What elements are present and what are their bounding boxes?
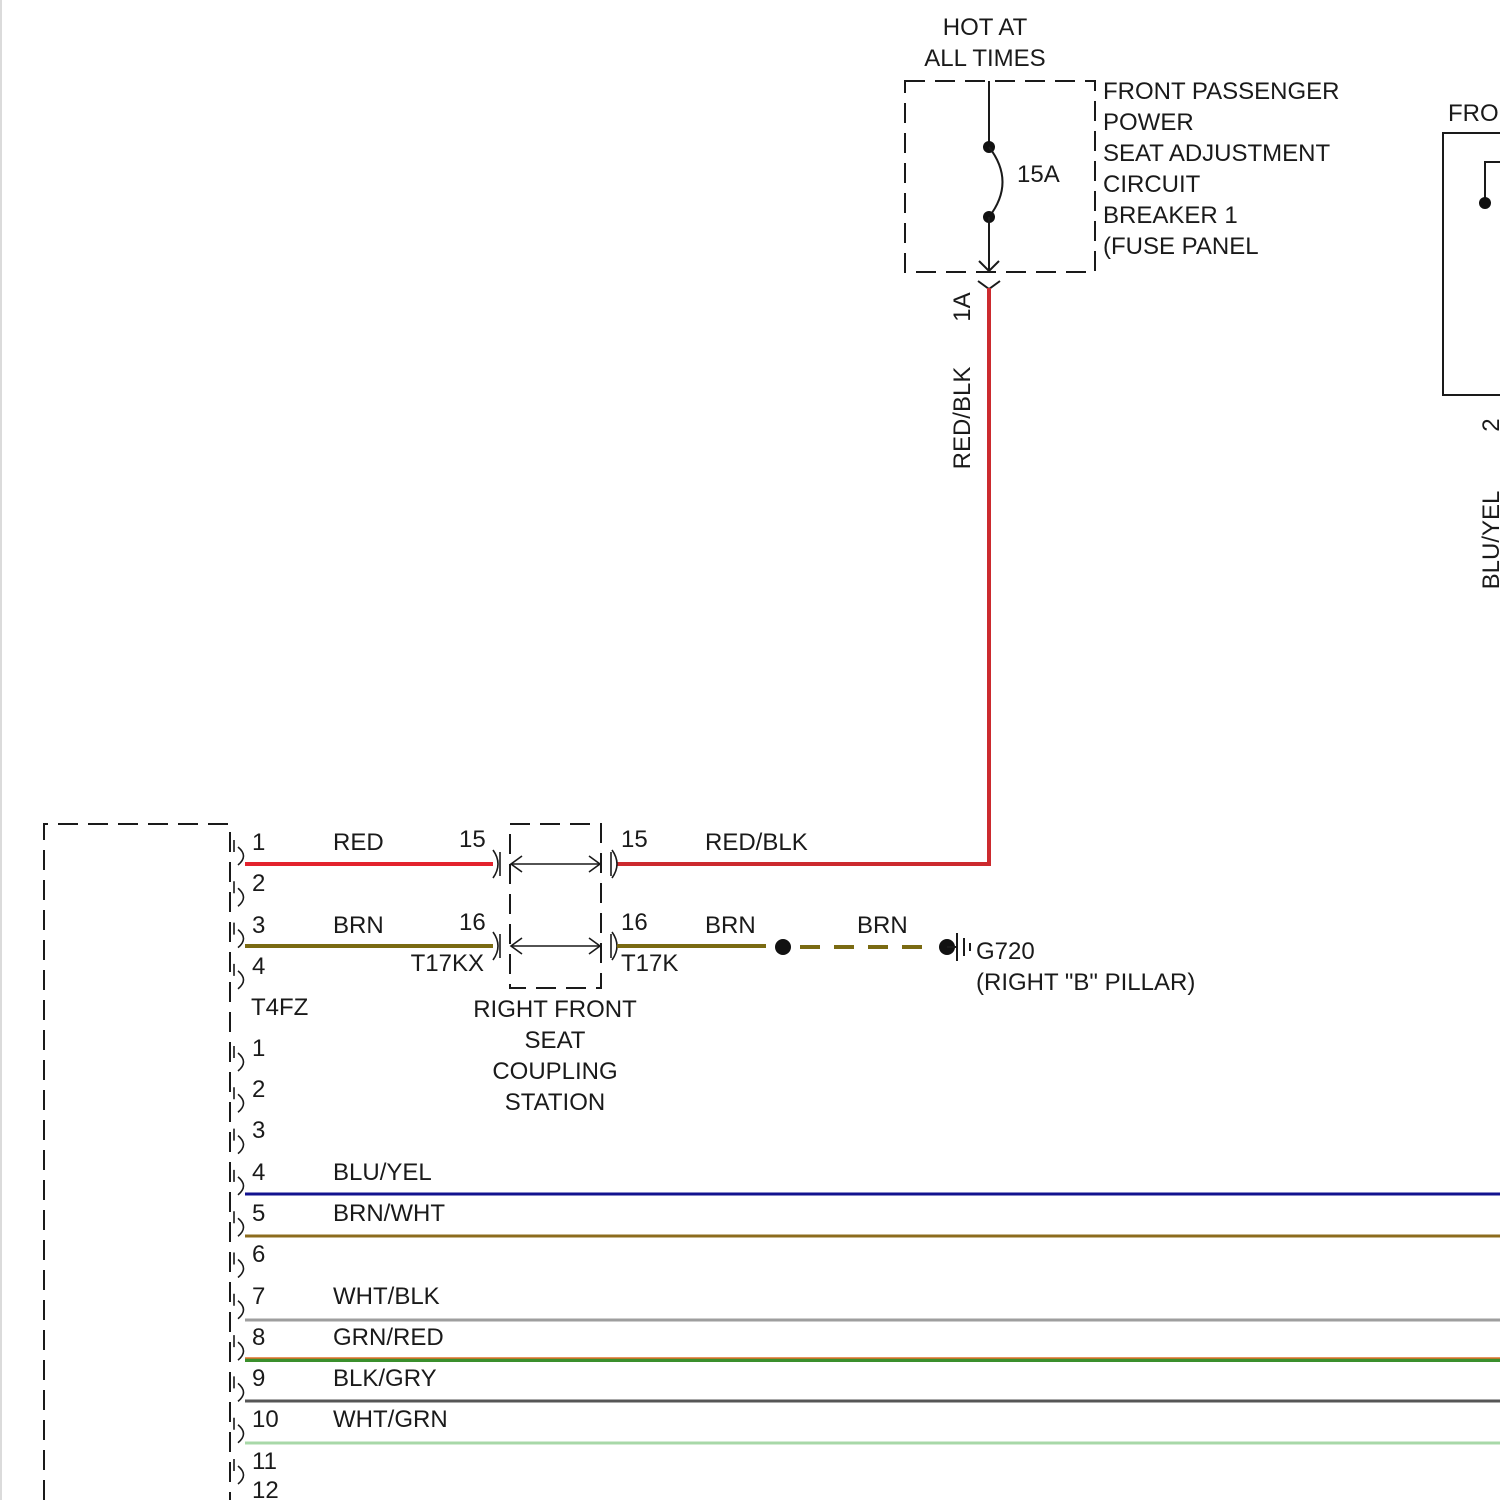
connector-t4fz: 1 2 3 4 T4FZ RED BRN (245, 829, 493, 1021)
pin-bracket-icon (234, 1170, 244, 1195)
wht-blk-wire-label: WHT/BLK (333, 1283, 440, 1310)
red-wire-label: RED (333, 829, 384, 856)
right-component-pin-label: 2 (1478, 418, 1500, 431)
t17k-pin-15: 15 (621, 826, 648, 853)
lower-pin-5: 5 (252, 1200, 265, 1227)
breaker-element-icon (989, 147, 1003, 217)
supply-header-line-1: HOT AT (943, 14, 1028, 41)
pin-bracket-icon (234, 1418, 244, 1443)
breaker-rating: 15A (1017, 161, 1060, 188)
lower-pin-4: 4 (252, 1159, 265, 1186)
pin-bracket-icon (234, 1294, 244, 1319)
pin-bracket-icon (234, 1335, 244, 1360)
blu-yel-wire-label: BLU/YEL (333, 1159, 432, 1186)
pin-bracket-icon (234, 964, 244, 989)
red-blk-supply-wire (617, 288, 989, 864)
lower-pin-1: 1 (252, 1035, 265, 1062)
brn-wht-wire-label: BRN/WHT (333, 1200, 445, 1227)
brn-ground-wire-label: BRN (857, 912, 908, 939)
splice-dot (775, 939, 791, 955)
ground-g720: BRN G720 (RIGHT "B" PILLAR) (617, 912, 1195, 996)
ground-symbol-icon (947, 933, 970, 961)
coupling-label-line-4: STATION (505, 1089, 605, 1116)
fuse-panel-dashed-box (905, 81, 1095, 272)
pin-bracket-icon (234, 840, 244, 865)
breaker-label-line-5: BREAKER 1 (1103, 202, 1238, 229)
pin-bracket-icon (234, 1046, 244, 1071)
lower-pin-12: 12 (252, 1477, 279, 1500)
brn-out-wire-label: BRN (705, 912, 756, 939)
coupling-station-dashed-box (510, 824, 601, 988)
t17k-pin-bracket (611, 850, 617, 878)
pin-bracket-icon (234, 923, 244, 948)
t17kx-connector-name: T17KX (411, 950, 484, 977)
lower-pin-3: 3 (252, 1117, 265, 1144)
coupling-station: 15 16 T17KX 15 16 T17K RED/BLK BRN RIGHT… (411, 824, 808, 1116)
coupling-label-line-2: SEAT (525, 1027, 586, 1054)
right-component-wire-label: BLU/YEL (1478, 491, 1500, 590)
coupling-label-line-1: RIGHT FRONT (473, 996, 637, 1023)
coupling-arrow-icon (511, 938, 600, 954)
t4fz-pin-2: 2 (252, 870, 265, 897)
pin-bracket-icon (234, 1459, 244, 1484)
t17kx-pin-16: 16 (459, 909, 486, 936)
t17kx-pin-bracket (493, 850, 500, 878)
right-component-terminal-dot (1479, 197, 1491, 209)
t4fz-connector-name: T4FZ (251, 994, 308, 1021)
pin-bracket-icon (234, 1087, 244, 1112)
terminal-1a-connector-icon (978, 281, 1000, 289)
pin-bracket-icon (234, 1211, 244, 1236)
lower-pin-10: 10 (252, 1406, 279, 1433)
t4fz-pin-3: 3 (252, 912, 265, 939)
terminal-1a-label: 1A (949, 292, 976, 321)
t17kx-pin-bracket (493, 932, 500, 960)
t4fz-pin-1: 1 (252, 829, 265, 856)
red-blk-wire-label: RED/BLK (705, 829, 808, 856)
seat-module-dashed-box (44, 824, 230, 1500)
t17k-connector-name: T17K (621, 950, 678, 977)
right-component-box (1443, 133, 1500, 395)
circuit-breaker: HOT AT ALL TIMES 15A FRONT PASSENGER POW… (617, 14, 1339, 864)
lower-pin-2: 2 (252, 1076, 265, 1103)
pin-bracket-icon (234, 1376, 244, 1401)
lower-pin-8: 8 (252, 1324, 265, 1351)
right-component-internal-line (1485, 162, 1500, 203)
coupling-label-line-3: COUPLING (492, 1058, 617, 1085)
right-component-title: FRO (1448, 100, 1499, 127)
breaker-label-line-3: SEAT ADJUSTMENT (1103, 140, 1330, 167)
breaker-label-line-4: CIRCUIT (1103, 171, 1201, 198)
supply-header-line-2: ALL TIMES (924, 45, 1045, 72)
right-edge-component: FRO 2 BLU/YEL (1443, 100, 1500, 589)
breaker-label-line-6: (FUSE PANEL (1103, 233, 1259, 260)
ground-name: G720 (976, 938, 1035, 965)
supply-wire-label: RED/BLK (949, 367, 976, 470)
pin-bracket-icon (234, 881, 244, 906)
t17k-pin-bracket (611, 932, 617, 960)
lower-pin-11: 11 (252, 1448, 277, 1475)
lower-connector: 1 2 3 4 5 6 7 8 9 10 11 12 BLU/YEL BRN/W… (245, 1035, 1500, 1500)
t4fz-pin-4: 4 (252, 953, 265, 980)
coupling-arrow-icon (511, 856, 600, 872)
lower-pin-6: 6 (252, 1241, 265, 1268)
lower-pin-9: 9 (252, 1365, 265, 1392)
lower-pin-7: 7 (252, 1283, 265, 1310)
breaker-label-line-1: FRONT PASSENGER (1103, 78, 1339, 105)
pin-bracket-icon (234, 1253, 244, 1278)
pin-bracket-icon (234, 1129, 244, 1154)
grn-red-wire-label: GRN/RED (333, 1324, 444, 1351)
breaker-label-line-2: POWER (1103, 109, 1194, 136)
ground-location: (RIGHT "B" PILLAR) (976, 969, 1195, 996)
brn-wire-label: BRN (333, 912, 384, 939)
t17kx-pin-15: 15 (459, 826, 486, 853)
t17k-pin-16: 16 (621, 909, 648, 936)
wht-grn-wire-label: WHT/GRN (333, 1406, 448, 1433)
blk-gry-wire-label: BLK/GRY (333, 1365, 437, 1392)
